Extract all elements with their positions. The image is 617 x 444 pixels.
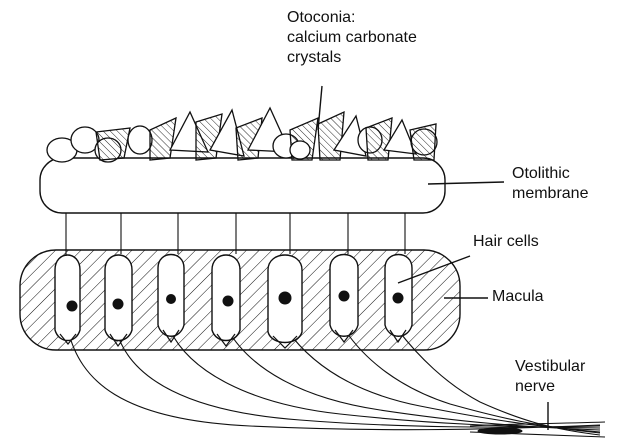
otoconia-label-line-3: crystals [287, 48, 417, 68]
otoconia-label: Otoconia: calcium carbonate crystals [287, 8, 417, 68]
hair-cells-label: Hair cells [473, 232, 539, 252]
macula-label: Macula [492, 287, 544, 307]
otolithic-membrane-label: Otolithic membrane [512, 164, 588, 204]
otolithic-membrane-label-line-1: Otolithic [512, 164, 588, 184]
vestibular-nerve-label: Vestibular nerve [515, 357, 585, 397]
vestibular-nerve-label-line-2: nerve [515, 377, 585, 397]
otoconia-label-line-1: Otoconia: [287, 8, 417, 28]
vestibular-nerve-label-line-1: Vestibular [515, 357, 585, 377]
otoconia-crystals [47, 108, 437, 162]
otolithic-membrane-label-line-2: membrane [512, 184, 588, 204]
otoconia-label-line-2: calcium carbonate [287, 28, 417, 48]
otolithic-membrane [40, 158, 445, 213]
